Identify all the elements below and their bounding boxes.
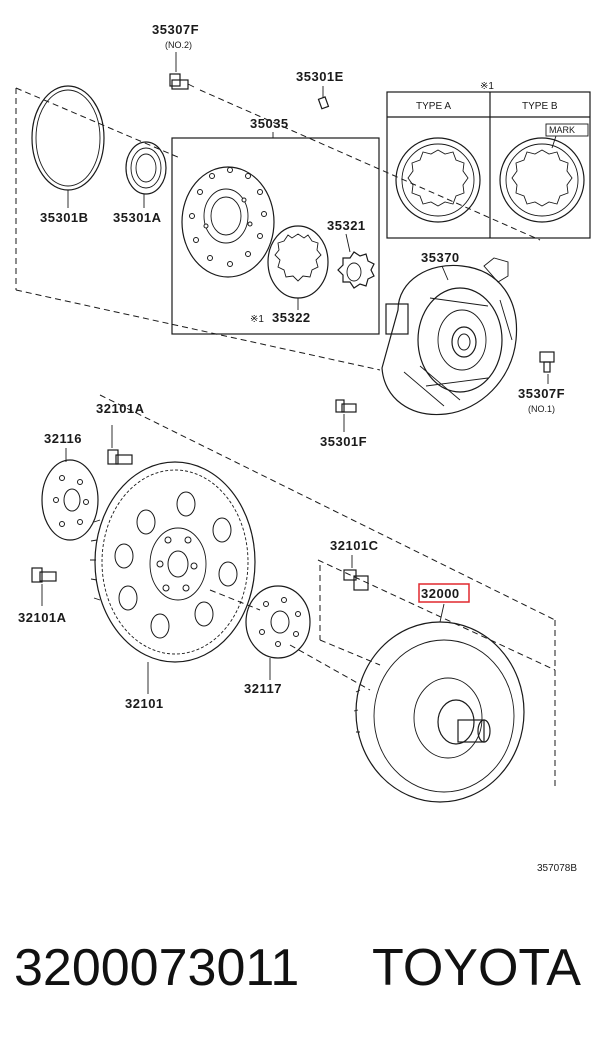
key-35301E[interactable] [317,96,330,110]
pump-assembly-frame [171,137,380,335]
leader-lines [41,52,549,694]
pump-plate-35035[interactable] [181,166,275,278]
diagram-id: 357078B [537,863,577,874]
bolt-32101A-top[interactable] [107,425,133,465]
inset-marker: ※1 [480,81,494,92]
part-number: 3200073011 [14,939,300,997]
label-32116: 32116 [44,431,82,446]
type-a-gear [395,137,481,223]
bolt-32101C[interactable] [343,555,369,591]
gear-type-inset: ※1 TYPE A TYPE B MARK [386,81,591,239]
label-35035: 35035 [250,116,289,131]
label-35301F: 35301F [320,434,367,449]
inset-mark-label: MARK [549,125,575,135]
label-32101A-top: 32101A [96,401,145,416]
o-ring-35301B[interactable] [31,85,105,191]
label-32101A-left: 32101A [18,610,67,625]
label-35307F-top: 35307F [152,22,199,37]
type-b-gear: MARK [499,123,589,223]
label-35322: 35322 [272,310,311,325]
label-35301B: 35301B [40,210,89,225]
torque-converter-32000[interactable] [353,621,525,803]
drive-gear-35321[interactable] [337,251,375,289]
label-35301E: 35301E [296,69,344,84]
label-32000[interactable]: 32000 [421,586,460,601]
drive-plate-32101[interactable] [90,461,256,663]
label-35321: 35321 [327,218,366,233]
note-no2: (NO.2) [165,40,192,50]
label-35301A: 35301A [113,210,162,225]
label-35370: 35370 [421,250,460,265]
brand-name: TOYOTA [372,939,581,997]
bolt-32101A-left[interactable] [31,567,57,583]
bolt-35307F-no2[interactable] [169,73,195,90]
footer: 3200073011 TOYOTA [0,930,600,1030]
highlight-32000 [418,583,470,603]
label-32117: 32117 [244,681,282,696]
driven-gear-35322[interactable] [267,225,329,299]
inset-type-b: TYPE B [522,101,558,112]
note-no1: (NO.1) [528,404,555,414]
bolt-35301F[interactable] [335,399,357,413]
note-marker-35322: ※1 [250,314,264,325]
exploded-view-drawing: 35307F (NO.2) 35301E 35035 35301B 35301A [15,22,591,874]
plate-32117[interactable] [245,585,311,659]
label-32101: 32101 [125,696,164,711]
oil-seal-35301A[interactable] [125,141,167,195]
label-32101C: 32101C [330,538,379,553]
inset-type-a: TYPE A [416,101,451,112]
oil-pump-body-35370[interactable] [381,257,518,416]
label-35307F-bottom: 35307F [518,386,565,401]
assembly-dash-lines [15,87,556,790]
bolt-35307F-no1[interactable] [539,351,555,373]
plate-32116[interactable] [41,459,99,541]
